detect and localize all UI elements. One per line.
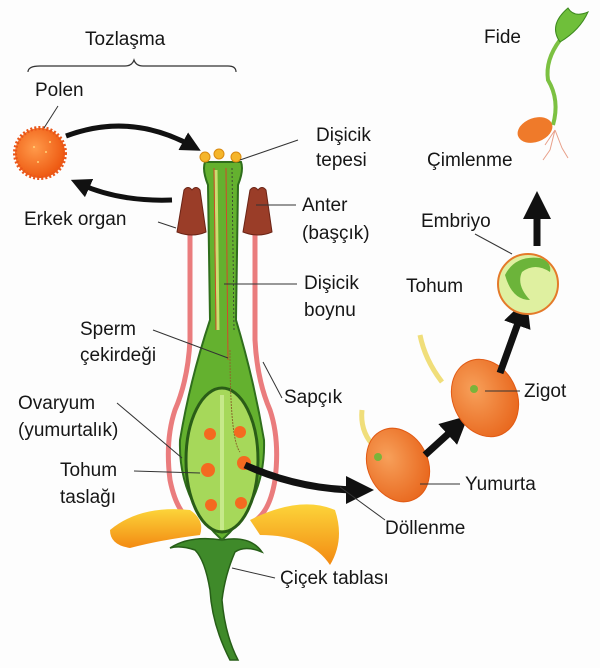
arrow-fertilization: [243, 461, 374, 504]
label-tohum-taslagi-2: taslağı: [60, 487, 116, 508]
label-tohum-taslagi-1: Tohum: [60, 460, 118, 481]
arrow-zygote-to-seed: [496, 298, 531, 375]
label-disicik-tepesi-2: tepesi: [316, 150, 367, 171]
anther-left: [176, 187, 207, 236]
pollen-grain: [13, 126, 67, 180]
label-zigot: Zigot: [524, 381, 567, 402]
pollination-bracket: [27, 58, 237, 73]
label-disicik-boynu-1: Dişicik: [304, 273, 359, 294]
label-disicik-boynu-2: boynu: [304, 300, 356, 321]
egg-seed: [359, 409, 431, 503]
arrow-pollen-to-stigma: [65, 123, 201, 151]
zygote-seed: [417, 334, 520, 438]
label-sperm-1: Sperm: [80, 319, 136, 340]
seedling: [517, 7, 589, 161]
label-ovaryum-1: Ovaryum: [18, 393, 96, 414]
filament-right: [252, 215, 280, 523]
petal-right: [250, 504, 339, 565]
label-anter-1: Anter: [302, 195, 348, 216]
stigma: [199, 148, 242, 163]
label-polen: Polen: [35, 80, 84, 101]
label-erkek-organ: Erkek organ: [24, 209, 127, 230]
ovules: [201, 426, 251, 511]
label-tohum: Tohum: [406, 276, 464, 297]
receptacle: [169, 537, 265, 661]
label-disicik-tepesi-1: Dişicik: [316, 125, 371, 146]
label-sapcik: Sapçık: [284, 387, 343, 408]
label-embriyo: Embriyo: [421, 211, 491, 232]
label-yumurta: Yumurta: [465, 474, 536, 495]
label-cicek-tablasi: Çiçek tablası: [280, 568, 389, 589]
label-sperm-2: çekirdeği: [80, 345, 157, 366]
seed-with-embryo: [497, 253, 559, 315]
arrow-egg-to-zygote: [422, 415, 469, 458]
label-anter-2: (başçık): [302, 223, 370, 244]
filament-left: [165, 215, 193, 523]
label-tozlasma: Tozlaşma: [85, 29, 166, 50]
label-ovaryum-2: (yumurtalık): [18, 420, 119, 441]
arrow-anther-to-pollen: [70, 178, 173, 203]
anther-right: [242, 187, 273, 236]
petal-left: [110, 509, 202, 548]
label-cimlenme: Çimlenme: [427, 150, 513, 171]
label-fide: Fide: [484, 27, 521, 48]
label-dollenme: Döllenme: [385, 518, 466, 539]
